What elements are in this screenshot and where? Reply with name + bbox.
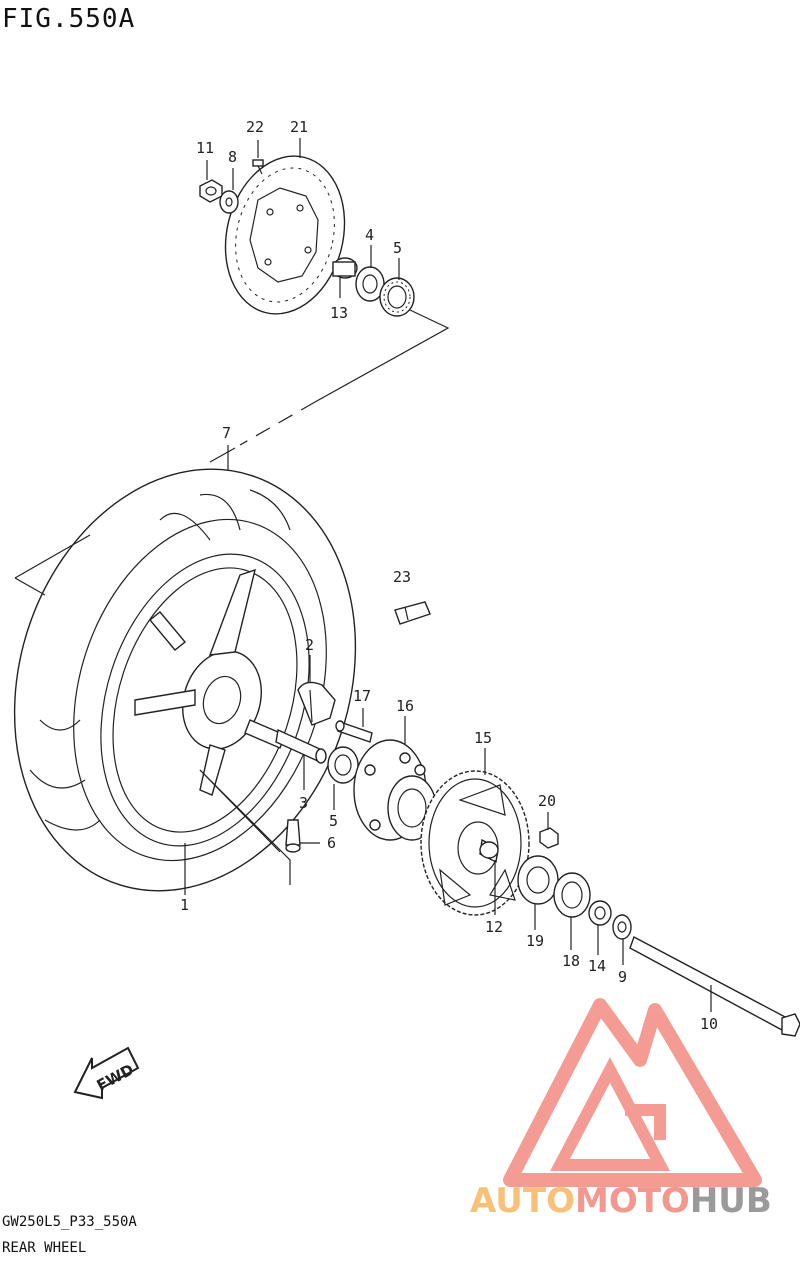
callout-22: 22	[246, 118, 264, 136]
disc-washer	[219, 190, 239, 214]
bearing-lower	[327, 746, 359, 784]
callout-16: 16	[396, 697, 414, 715]
disc-bolt	[252, 159, 264, 175]
wheel-damper	[297, 681, 336, 726]
callout-3: 3	[299, 794, 308, 812]
callout-13: 13	[330, 304, 348, 322]
rear-wheel	[100, 553, 310, 847]
figure-title: FIG.550A	[2, 4, 136, 34]
axle-washer	[612, 914, 632, 940]
wheel-spacer	[275, 728, 327, 764]
callout-20: 20	[538, 792, 556, 810]
callout-5-lower: 5	[329, 812, 338, 830]
sprocket-stud	[479, 838, 499, 864]
rear-sprocket	[420, 770, 530, 916]
callout-2: 2	[305, 636, 314, 654]
sprocket-nut	[539, 827, 559, 849]
callout-1: 1	[180, 896, 189, 914]
sprocket-bearing	[517, 855, 559, 905]
figure-code: GW250L5_P33_550A	[2, 1214, 137, 1230]
oil-seal-lower	[553, 872, 591, 918]
tire-valve	[285, 819, 301, 853]
disc-nut	[199, 179, 223, 203]
bearing-upper	[379, 277, 415, 317]
hub-bolt	[335, 720, 373, 743]
axle-spacer	[588, 900, 612, 926]
callout-12: 12	[485, 918, 503, 936]
callout-7: 7	[222, 424, 231, 442]
callout-11: 11	[196, 139, 214, 157]
callout-9: 9	[618, 968, 627, 986]
watermark-text: AUTOMOTOHUB	[470, 1181, 772, 1221]
rear-axle	[629, 936, 800, 1037]
callout-4: 4	[365, 226, 374, 244]
forward-arrow: FWD	[73, 1046, 140, 1100]
balance-weight	[394, 601, 431, 625]
figure-name: REAR WHEEL	[2, 1240, 87, 1256]
callout-17: 17	[353, 687, 371, 705]
callout-8: 8	[228, 148, 237, 166]
watermark-hub: HUB	[690, 1181, 772, 1221]
callout-19: 19	[526, 932, 544, 950]
callout-5-upper: 5	[393, 239, 402, 257]
callout-6: 6	[327, 834, 336, 852]
callout-15: 15	[474, 729, 492, 747]
callout-10: 10	[700, 1015, 718, 1033]
brake-disc	[224, 155, 346, 315]
watermark-moto: MOTO	[575, 1181, 690, 1221]
watermark-auto: AUTO	[470, 1181, 575, 1221]
callout-14: 14	[588, 957, 606, 975]
bearing-spacer	[332, 257, 358, 279]
callout-leaders	[184, 138, 712, 1012]
watermark-logo	[503, 998, 762, 1187]
callout-18: 18	[562, 952, 580, 970]
callout-21: 21	[290, 118, 308, 136]
callout-23: 23	[393, 568, 411, 586]
